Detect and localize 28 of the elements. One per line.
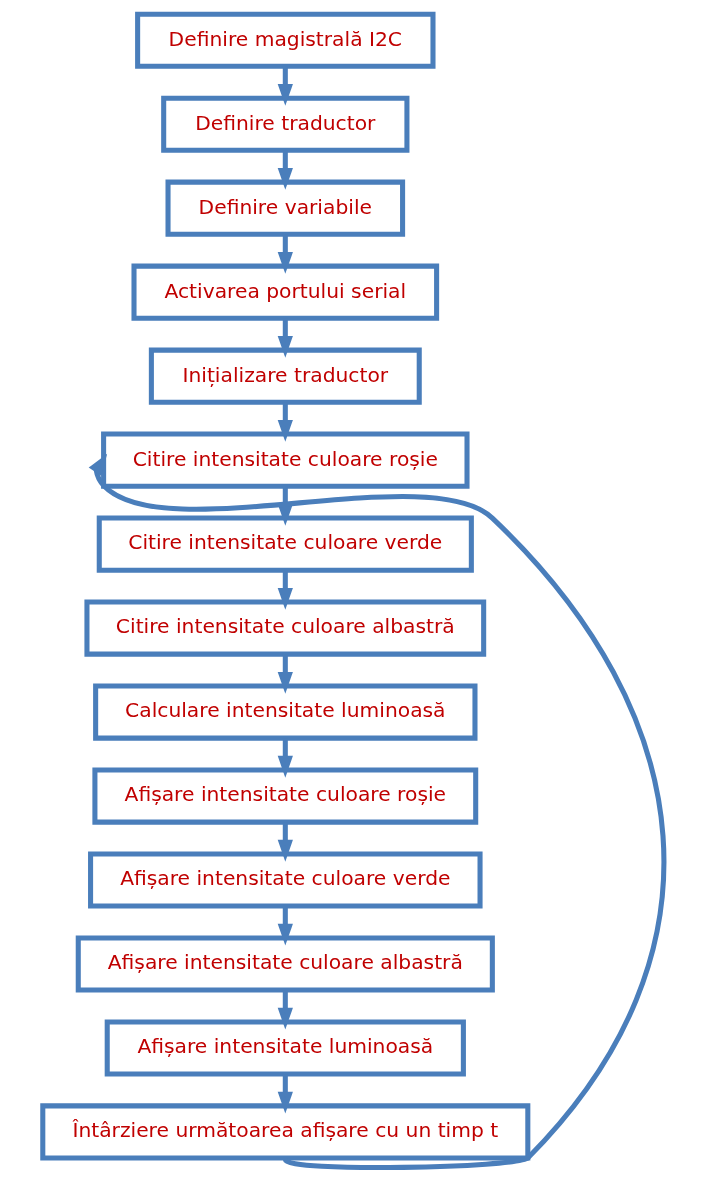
node-box: Întârziere următoarea afișare cu un timp t xyxy=(40,1103,531,1161)
arrow xyxy=(277,318,293,358)
node-box: Citire intensitate culoare verde xyxy=(96,515,474,573)
arrow xyxy=(277,402,293,442)
node-box: Citire intensitate culoare albastră xyxy=(84,599,487,657)
arrow xyxy=(277,738,293,778)
node-box: Definire magistrală I2C xyxy=(135,11,436,69)
node-box: Citire intensitate culoare roșie xyxy=(101,431,470,489)
node-box: Calculare intensitate luminoasă xyxy=(93,683,478,741)
arrow xyxy=(277,66,293,106)
arrow xyxy=(277,234,293,274)
node-box: Afișare intensitate culoare verde xyxy=(88,851,483,909)
node-box: Inițializare traductor xyxy=(148,347,422,405)
arrow xyxy=(277,990,293,1030)
arrow xyxy=(277,906,293,946)
node-box: Definire variabile xyxy=(165,179,406,237)
node-box: Definire traductor xyxy=(161,95,410,153)
arrow xyxy=(277,1074,293,1114)
node-box: Activarea portului serial xyxy=(131,263,440,321)
node-box: Afișare intensitate luminoasă xyxy=(104,1019,466,1077)
arrow xyxy=(88,453,666,1171)
arrow xyxy=(277,570,293,610)
arrow xyxy=(277,822,293,862)
arrow xyxy=(277,150,293,190)
node-box: Afișare intensitate culoare roșie xyxy=(92,767,479,825)
arrow xyxy=(277,654,293,694)
arrow xyxy=(277,486,293,526)
node-box: Afișare intensitate culoare albastră xyxy=(75,935,495,993)
